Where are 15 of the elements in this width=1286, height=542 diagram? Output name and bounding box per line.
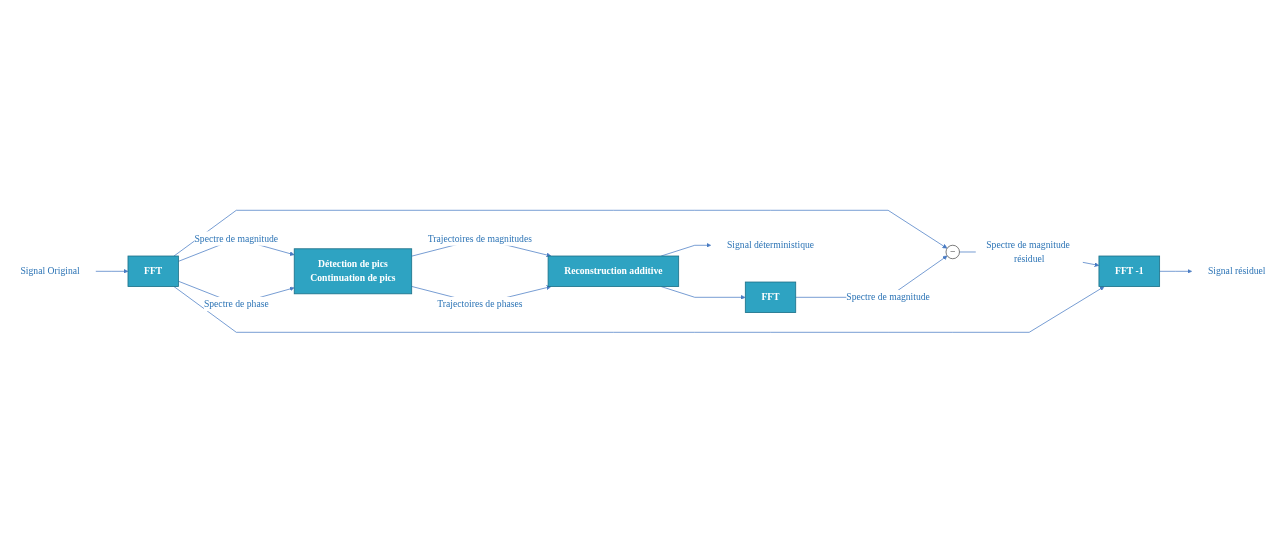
node-text: Signal déterministique [726,239,815,251]
edge-label: Spectre de phase [203,298,269,309]
node-text: Signal résiduel [1207,265,1266,277]
edge-label: Spectre de magnitude [846,291,930,303]
node-box: FFT [744,281,797,313]
edge-label: Trajectoires de phases [437,298,523,309]
edge-label: Trajectoires de magnitudes [427,232,532,244]
edge-label: Spectre de magnitude [194,232,279,244]
node-box: FFT -1 [1098,255,1161,287]
node-box: FFT [127,255,179,287]
node-box: Détection de pics Continuation de pics [293,248,413,294]
edge-label: Spectre de magnitude résiduel [986,238,1070,265]
node-box: Reconstruction additive [547,255,680,287]
node-circle: − [945,244,960,259]
node-text: Signal Original [20,265,80,277]
